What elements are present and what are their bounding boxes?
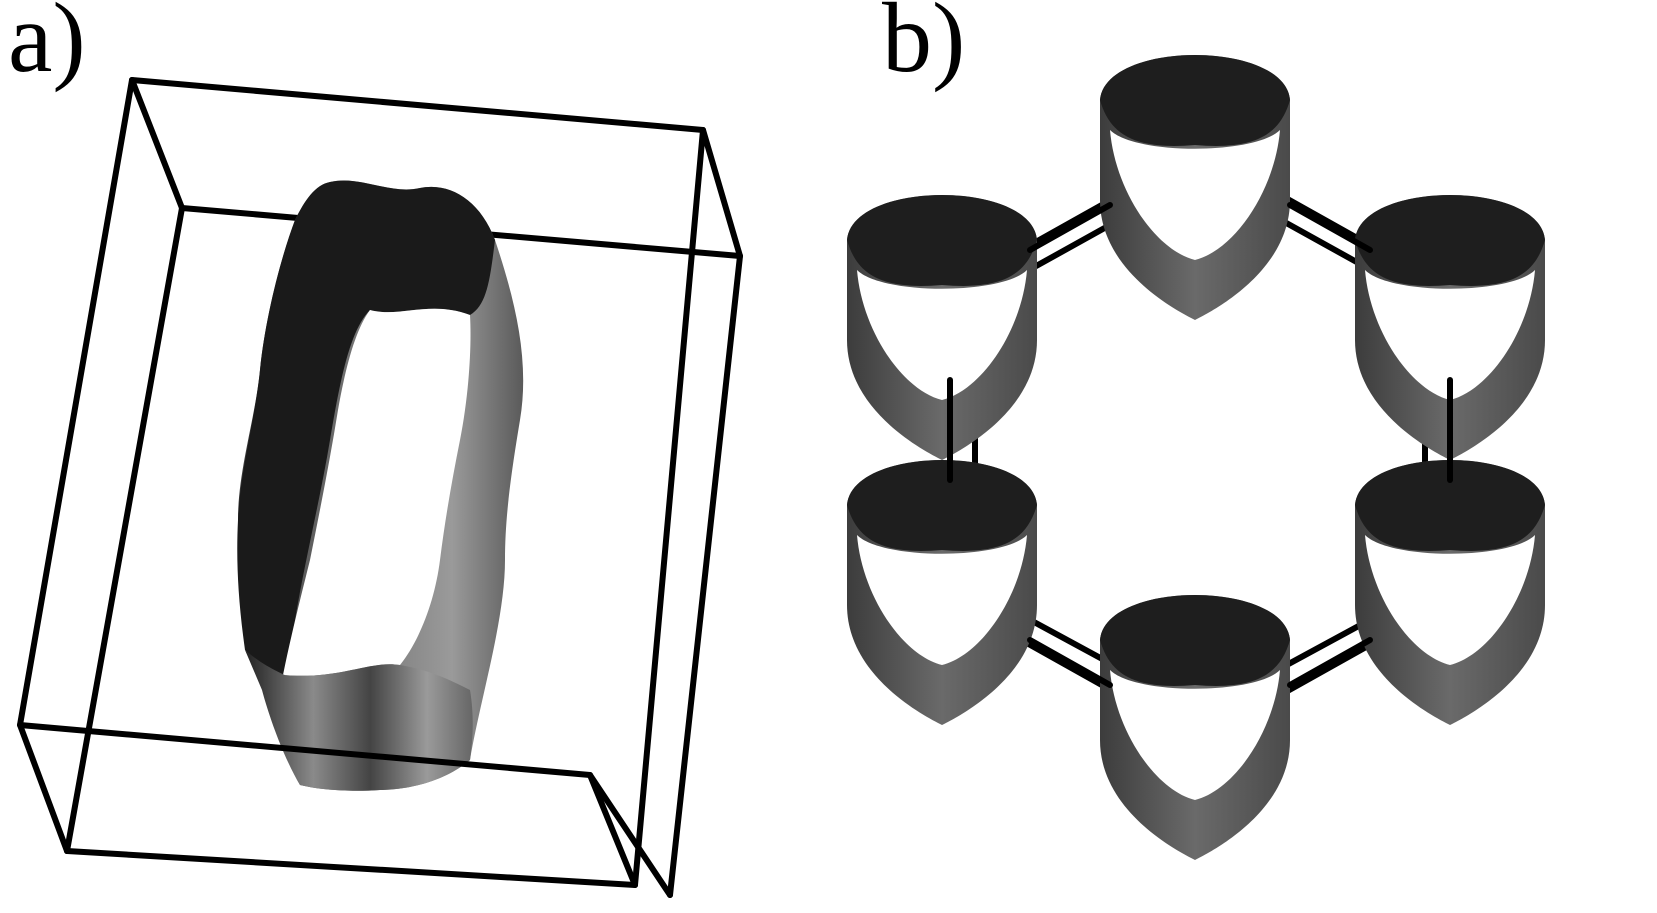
tube-ring-bottom [1100,595,1290,860]
panel-a-figure [17,77,743,898]
panel-b-figure [847,55,1545,860]
panel-b-label: b) [882,0,966,93]
panel-b: b) [847,0,1657,913]
lattice-bonds-front [947,202,1453,688]
panel-a-label: a) [8,0,86,93]
tube-ring-top [1100,55,1290,320]
box-front-edges [17,77,743,898]
tube-ring-lower-right [1355,460,1545,725]
panel-a: a) [0,0,800,913]
tube-ring-lower-left [847,460,1037,725]
tube-ring-upper-left [847,195,1037,460]
surface-tube [237,180,524,791]
